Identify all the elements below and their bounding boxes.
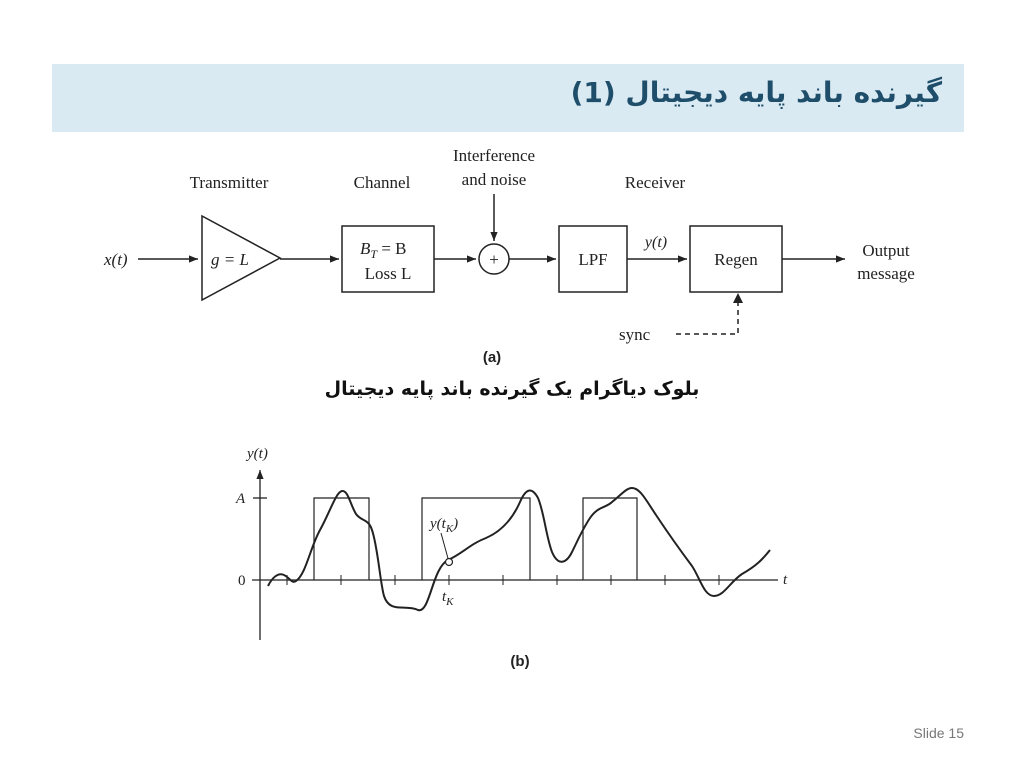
block-diagram-labels: Transmitter Channel Interference and noi… xyxy=(103,146,915,366)
block-diagram xyxy=(138,194,845,335)
channel-label: Channel xyxy=(354,173,411,192)
lpf-box xyxy=(558,225,628,293)
amplifier-label: g = L xyxy=(211,250,249,269)
sync-label: sync xyxy=(619,325,651,344)
sample-point xyxy=(444,557,454,567)
interference-label-line2: and noise xyxy=(462,170,527,189)
title-bar: گیرنده باند پایه دیجیتال (1) xyxy=(52,64,964,132)
regen-label: Regen xyxy=(714,250,758,269)
slide-number: Slide 15 xyxy=(913,725,964,741)
interference-label-line1: Interference xyxy=(453,146,535,165)
channel-b-rest: = B xyxy=(377,239,406,258)
diagram-caption: بلوک دیاگرام یک گیرنده باند پایه دیجیتال xyxy=(324,378,700,400)
y-axis-label: y(t) xyxy=(245,446,268,462)
channel-b: B xyxy=(360,239,371,258)
pulse-rectangles xyxy=(313,497,638,580)
output-label-line1: Output xyxy=(862,241,910,260)
x-axis-label: t xyxy=(783,572,788,588)
output-label-line2: message xyxy=(857,264,915,283)
amplifier-triangle xyxy=(201,214,282,302)
channel-bandwidth: BT = B xyxy=(360,239,407,261)
time-ticks xyxy=(286,575,720,585)
sample-leader-line xyxy=(440,532,450,563)
receiver-label: Receiver xyxy=(625,173,686,192)
sample-value-main: y(t xyxy=(428,516,447,532)
waveform-plot xyxy=(252,470,778,640)
channel-box xyxy=(341,225,435,293)
sample-time-main: t xyxy=(442,589,447,605)
diagram-a-sublabel: (a) xyxy=(483,349,501,366)
transmitter-label: Transmitter xyxy=(190,173,269,192)
lpf-label: LPF xyxy=(578,250,607,269)
filtered-waveform xyxy=(267,486,771,612)
sample-value-close: ) xyxy=(452,516,458,532)
sync-arrowhead xyxy=(733,293,743,303)
sync-line xyxy=(676,296,739,335)
pulse xyxy=(582,497,638,580)
pulse xyxy=(421,497,531,580)
channel-loss: Loss L xyxy=(365,264,412,283)
sample-value-label: y(tK) xyxy=(428,516,458,535)
adder-symbol: + xyxy=(489,250,499,269)
diagram-b-sublabel: (b) xyxy=(510,653,529,670)
channel-b-sub: T xyxy=(370,247,378,261)
level-0-label: 0 xyxy=(238,573,246,589)
level-a-label: A xyxy=(235,491,246,507)
sample-time-sub: K xyxy=(445,596,454,608)
signal-label: y(t) xyxy=(643,234,667,251)
slide-title: گیرنده باند پایه دیجیتال (1) xyxy=(570,76,942,109)
waveform-labels: y(t) t A 0 y(tK) tK (b) xyxy=(235,446,788,670)
pulse xyxy=(313,497,370,580)
sample-value-sub: K xyxy=(445,523,454,535)
input-label: x(t) xyxy=(103,250,128,269)
sample-time-label: tK xyxy=(442,589,454,608)
